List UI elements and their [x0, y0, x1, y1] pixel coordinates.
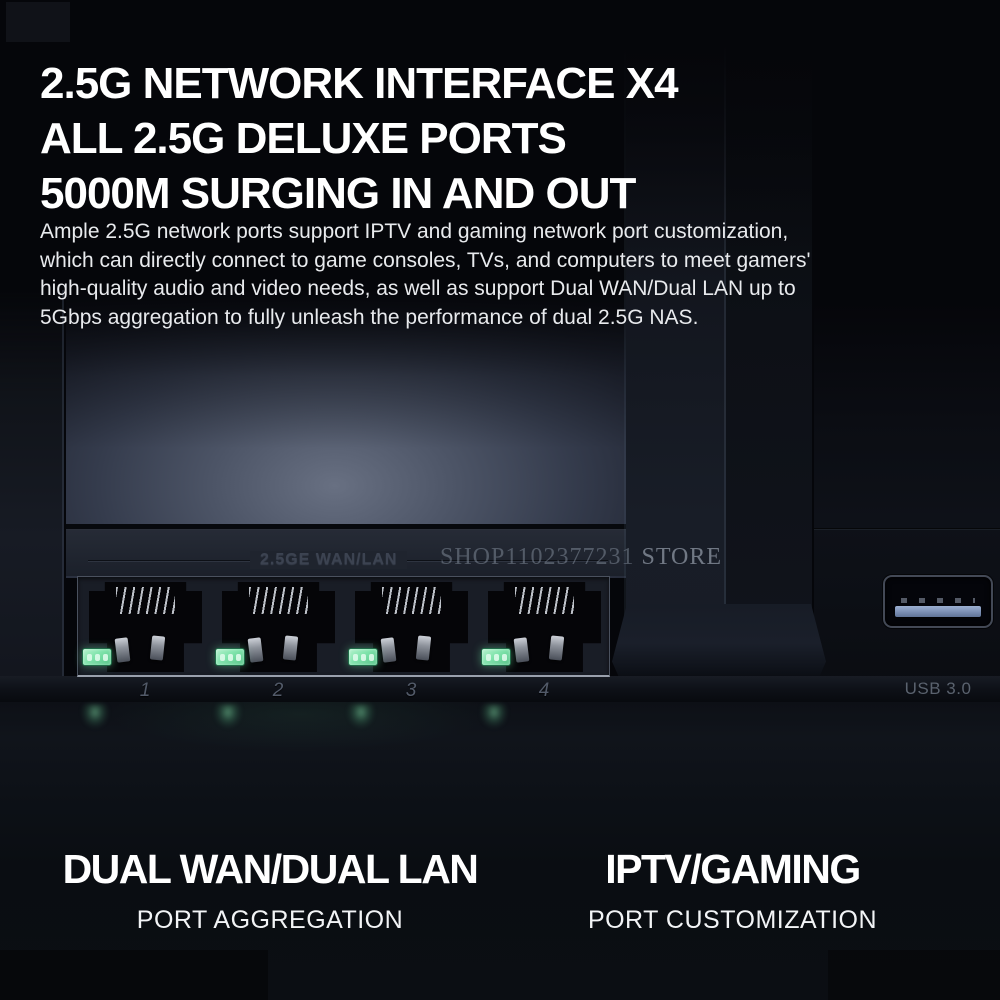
- store-watermark: SHOP1102377231 STORE: [440, 544, 722, 571]
- link-led-indicator: [82, 648, 112, 666]
- feature-subtitle: PORT CUSTOMIZATION: [587, 906, 878, 934]
- description-paragraph: Ample 2.5G network ports support IPTV an…: [40, 220, 811, 329]
- usb-blue-tongue: [895, 606, 981, 617]
- feature-dual-wan-lan: DUAL WAN/DUAL LAN PORT AGGREGATION: [60, 846, 480, 935]
- link-led-indicator: [215, 648, 245, 666]
- device-bottom-chamfer: [0, 676, 1000, 704]
- metal-clip-right: [282, 635, 299, 661]
- feature-subtitle: PORT AGGREGATION: [136, 906, 404, 934]
- watermark-store-text: STORE: [641, 544, 723, 570]
- rj45-pins: [382, 587, 441, 615]
- usb-port: [883, 575, 993, 628]
- metal-clip-right: [548, 635, 565, 661]
- led-dots: [83, 649, 111, 665]
- link-led-indicator: [481, 648, 511, 666]
- led-reflection: [343, 704, 379, 750]
- ethernet-port-2: [215, 582, 335, 672]
- usb-contacts: [901, 598, 975, 603]
- shadow-block-right: [828, 950, 1000, 1000]
- port-number-1: 1: [139, 680, 151, 701]
- led-reflection: [77, 704, 113, 750]
- led-dots: [482, 649, 510, 665]
- rj45-pins: [515, 587, 574, 615]
- port-strip-label: 2.5GE WAN/LAN: [250, 551, 408, 569]
- table-surface: [0, 702, 1000, 1000]
- usb-label: USB 3.0: [904, 679, 972, 698]
- port-number-4: 4: [538, 680, 550, 701]
- watermark-shop-text: SHOP1102377231: [440, 544, 642, 570]
- feature-iptv-gaming: IPTV/GAMING PORT CUSTOMIZATION: [525, 846, 940, 935]
- top-edge-glint: [6, 2, 70, 42]
- ethernet-port-3: [348, 582, 468, 672]
- panel-seam-line: [814, 528, 1000, 530]
- led-reflection: [210, 704, 246, 750]
- link-led-indicator: [348, 648, 378, 666]
- right-antenna: [612, 44, 826, 676]
- led-dots: [349, 649, 377, 665]
- left-antenna-edge: [0, 290, 64, 702]
- headline-line-2: ALL 2.5G DELUXE PORTS: [40, 114, 567, 163]
- port-number-2: 2: [272, 680, 284, 701]
- headline-line-3: 5000M SURGING IN AND OUT: [40, 169, 636, 218]
- metal-clip-right: [415, 635, 432, 661]
- router-right-section: [814, 300, 1000, 702]
- antenna-top-fade: [612, 44, 826, 674]
- ethernet-port-1: [82, 582, 202, 672]
- rj45-pins: [116, 587, 175, 615]
- ethernet-port-bezel: [77, 576, 610, 677]
- metal-clip-right: [149, 635, 166, 661]
- rj45-pins: [249, 587, 308, 615]
- feature-title: IPTV/GAMING: [605, 846, 861, 892]
- page-title: 2.5G NETWORK INTERFACE X4 ALL 2.5G DELUX…: [40, 56, 960, 221]
- led-reflection: [476, 704, 512, 750]
- feature-title: DUAL WAN/DUAL LAN: [62, 846, 479, 892]
- ethernet-port-4: [481, 582, 601, 672]
- shadow-block-left: [0, 950, 268, 1000]
- panel-groove: [66, 524, 638, 530]
- port-number-3: 3: [405, 680, 417, 701]
- headline-line-1: 2.5G NETWORK INTERFACE X4: [40, 59, 679, 108]
- led-dots: [216, 649, 244, 665]
